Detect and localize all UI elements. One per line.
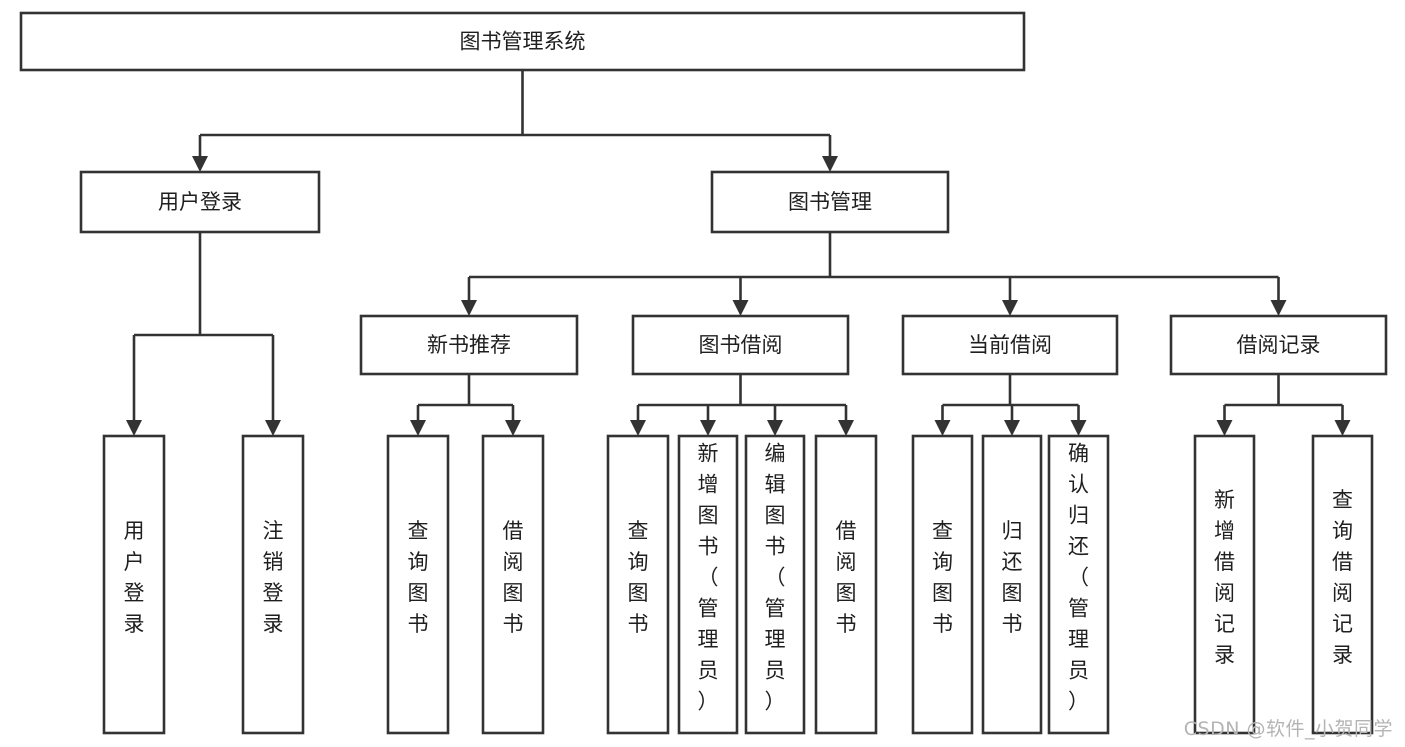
node-current-borrow-rect[interactable] [901,314,1119,376]
node-leaf-add-book[interactable]: 新增图书（管理员） [677,434,739,735]
node-book-borrow[interactable]: 图书借阅 [631,314,850,376]
node-leaf-add-book-label: 新增图书（管理员） [698,442,719,714]
node-book-manage-label: 图书管理 [788,190,872,214]
node-current-borrow[interactable]: 当前借阅 [901,314,1119,376]
node-leaf-borrow-book-2[interactable]: 借阅图书 [814,434,878,735]
node-leaf-query-book-2-label: 查询图书 [628,519,649,636]
edge-bm-new-book-recommend-arrowhead [461,300,477,316]
node-leaf-borrow-book-1-label: 借阅图书 [503,519,524,636]
boxes-layer: 图书管理系统用户登录图书管理新书推荐图书借阅当前借阅借阅记录用户登录注销登录查询… [19,11,1388,735]
edge-root-user-login-arrowhead [192,156,208,172]
node-leaf-query-book-1-label: 查询图书 [408,519,429,636]
edge-current-borrow-leaf-return-book-arrowhead [1004,420,1020,436]
edge-user-login-leaf-user-login-arrowhead [126,420,142,436]
node-leaf-borrow-book-2-rect[interactable] [814,434,878,735]
node-leaf-user-login[interactable]: 用户登录 [102,434,166,735]
node-leaf-query-book-1[interactable]: 查询图书 [386,434,450,735]
edge-bm-borrow-record-arrowhead [1270,300,1287,316]
node-leaf-borrow-book-1[interactable]: 借阅图书 [481,434,545,735]
edge-borrow-record-leaf-add-record-arrowhead [1216,420,1233,436]
node-new-book-recommend[interactable]: 新书推荐 [359,314,579,376]
node-leaf-query-book-2[interactable]: 查询图书 [606,434,670,735]
node-leaf-edit-book-rect[interactable] [744,434,806,735]
node-leaf-query-record-label: 查询借阅记录 [1332,488,1353,667]
edge-root-book-manage-arrowhead [822,156,838,172]
edge-bm-current-borrow-arrowhead [1002,300,1018,316]
edge-book-borrow-leaf-query-book-2-arrowhead [630,420,646,436]
node-leaf-user-logout-rect[interactable] [241,434,305,735]
node-leaf-query-book-2-rect[interactable] [606,434,670,735]
node-leaf-return-book-label: 归还图书 [1002,519,1023,636]
connectors-layer [126,70,1351,436]
edge-new-book-recommend-leaf-query-book-1-arrowhead [410,420,426,436]
node-leaf-borrow-book-1-rect[interactable] [481,434,545,735]
node-leaf-add-record-rect[interactable] [1193,434,1256,735]
node-leaf-borrow-book-2-label: 借阅图书 [836,519,857,636]
node-user-login-label: 用户登录 [158,190,242,214]
node-leaf-query-book-3[interactable]: 查询图书 [911,434,974,735]
edge-bm-book-borrow-arrowhead [732,300,749,316]
node-leaf-query-book-3-label: 查询图书 [932,519,953,636]
node-leaf-query-book-3-rect[interactable] [911,434,974,735]
node-leaf-add-book-rect[interactable] [677,434,739,735]
node-new-book-recommend-rect[interactable] [359,314,579,376]
node-root-book-management-system[interactable]: 图书管理系统 [19,11,1026,72]
node-leaf-return-book-rect[interactable] [981,434,1043,735]
edge-user-login-leaf-user-logout-arrowhead [265,420,281,436]
node-leaf-add-record[interactable]: 新增借阅记录 [1193,434,1256,735]
node-leaf-return-book[interactable]: 归还图书 [981,434,1043,735]
edge-book-borrow-leaf-add-book-arrowhead [700,420,716,436]
node-leaf-query-record[interactable]: 查询借阅记录 [1311,434,1374,735]
edge-book-borrow-leaf-edit-book-arrowhead [767,420,783,436]
node-borrow-record-label: 借阅记录 [1237,333,1321,357]
node-leaf-user-logout[interactable]: 注销登录 [241,434,305,735]
node-leaf-user-logout-label: 注销登录 [263,519,284,636]
csdn-watermark: CSDN @软件_小贺同学 [1183,718,1393,740]
node-leaf-edit-book[interactable]: 编辑图书（管理员） [744,434,806,735]
node-leaf-edit-book-label: 编辑图书（管理员） [765,442,786,714]
node-user-login[interactable]: 用户登录 [79,170,321,234]
edge-current-borrow-leaf-confirm-return-arrowhead [1070,420,1087,436]
node-book-borrow-label: 图书借阅 [699,333,783,357]
node-current-borrow-label: 当前借阅 [968,333,1052,357]
node-borrow-record-rect[interactable] [1169,314,1388,376]
edge-book-borrow-leaf-borrow-book-2-arrowhead [838,420,854,436]
edge-current-borrow-leaf-query-book-3-arrowhead [934,420,951,436]
node-new-book-recommend-label: 新书推荐 [427,333,511,357]
node-leaf-user-login-rect[interactable] [102,434,166,735]
node-leaf-query-record-rect[interactable] [1311,434,1374,735]
node-book-borrow-rect[interactable] [631,314,850,376]
node-root-book-management-system-label: 图书管理系统 [460,30,586,54]
node-leaf-user-login-label: 用户登录 [124,519,145,636]
node-user-login-rect[interactable] [79,170,321,234]
edge-new-book-recommend-leaf-borrow-book-1-arrowhead [505,420,521,436]
node-leaf-confirm-return-rect[interactable] [1047,434,1110,735]
node-root-book-management-system-rect[interactable] [19,11,1026,72]
node-leaf-add-record-label: 新增借阅记录 [1214,488,1235,667]
node-book-manage-rect[interactable] [710,170,950,234]
node-leaf-query-book-1-rect[interactable] [386,434,450,735]
node-leaf-confirm-return[interactable]: 确认归还（管理员） [1047,434,1110,735]
edge-borrow-record-leaf-query-record-arrowhead [1334,420,1351,436]
node-leaf-confirm-return-label: 确认归还（管理员） [1068,442,1089,714]
node-book-manage[interactable]: 图书管理 [710,170,950,234]
node-borrow-record[interactable]: 借阅记录 [1169,314,1388,376]
